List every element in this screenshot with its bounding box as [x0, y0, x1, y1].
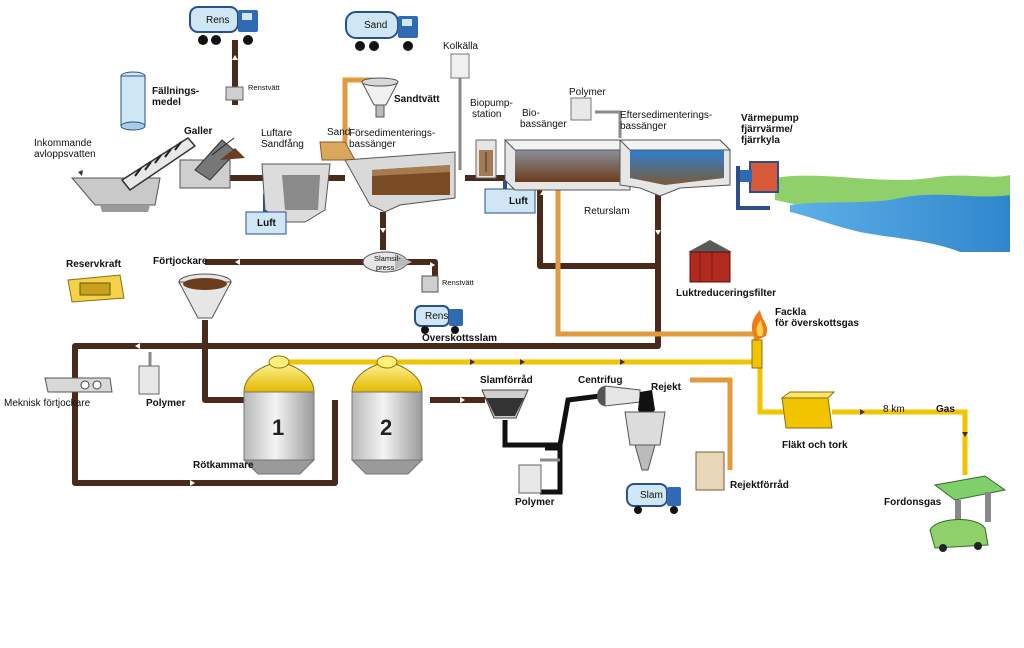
kolkalla-tank: [450, 53, 470, 79]
galler-screen: [179, 137, 245, 189]
slamsil-label-2: press: [376, 263, 395, 272]
fortjockare-label: Förtjockare: [153, 256, 208, 267]
luft-left-label: Luft: [257, 218, 276, 229]
meknisk-label: Meknisk förtjockare: [4, 398, 91, 409]
centrifug-label: Centrifug: [578, 375, 623, 386]
polymer-box-bottom: [518, 464, 542, 494]
sand-truck-label: Sand: [364, 20, 388, 31]
renstvatt-top-box: [225, 86, 244, 101]
fackla-label-1: Fackla: [775, 307, 807, 318]
rejekt-label: Rejekt: [651, 382, 682, 393]
slam-truck: [626, 483, 681, 514]
varme-label-1: Värmepump: [741, 113, 799, 124]
bio-label-2: bassänger: [520, 119, 567, 130]
renstvatt-mid-box: [421, 275, 439, 293]
centrifug: [597, 385, 666, 471]
inkommande-label-1: Inkommande: [34, 138, 92, 149]
inlet-channel: [70, 177, 161, 212]
flakt-och-tork: [780, 391, 836, 429]
rejektforrad-tank: [695, 451, 725, 491]
fackla-label-2: för överskottsgas: [775, 318, 859, 329]
rens-truck-mid: [414, 305, 463, 334]
returslam-label: Returslam: [584, 206, 630, 217]
fortjockare: [178, 273, 232, 319]
luftare-label-2: Sandfång: [261, 139, 304, 150]
forsed-label-1: Försedimenterings-: [349, 128, 436, 139]
gas-flow-arrows: [78, 170, 968, 437]
efter-label-2: bassänger: [620, 121, 667, 132]
sand-label: Sand: [327, 127, 351, 138]
luftare-sandfang: [245, 163, 331, 235]
galler-label: Galler: [184, 126, 213, 137]
sandtvatt-label: Sandtvätt: [394, 94, 440, 105]
gas-label: Gas: [936, 404, 955, 415]
slamforrad: [481, 389, 529, 419]
polymer-bottom-label: Polymer: [515, 497, 555, 508]
rotkammare-label: Rötkammare: [193, 460, 254, 471]
polymer-tank-top: [570, 97, 592, 121]
biopump-station: [475, 139, 536, 214]
fallningsmedel-label-2: medel: [152, 97, 181, 108]
forsed-label-2: bassänger: [349, 139, 396, 150]
luktreducering-label: Luktreduceringsfilter: [676, 288, 777, 299]
bio-basins: [503, 139, 632, 191]
fordonsgas-label: Fordonsgas: [884, 497, 942, 508]
renstvatt-top-label: Renstvätt: [248, 83, 280, 92]
distance-label: 8 km: [883, 404, 905, 415]
digester-2: [350, 355, 424, 475]
renstvatt-mid-label: Renstvätt: [442, 278, 474, 287]
rens-top-label: Rens: [206, 15, 230, 26]
luft-right-label: Luft: [509, 196, 528, 207]
polymer-box-left: [138, 365, 160, 395]
digester-1-number: 1: [272, 415, 285, 440]
biopump-label-1: Biopump-: [470, 98, 513, 109]
polymer-top-label: Polymer: [569, 87, 606, 98]
overskottsslam-label: Överskottsslam: [422, 333, 498, 344]
sandtvatt-funnel: [361, 77, 399, 118]
varme-label-3: fjärrkyla: [741, 135, 780, 146]
efter-label-1: Eftersedimenterings-: [620, 110, 713, 121]
reservkraft-generator: [67, 274, 125, 303]
reservkraft-label: Reservkraft: [66, 259, 122, 270]
fackla-flame: [751, 310, 768, 369]
recipient-water: [775, 175, 1010, 252]
digester-1: [242, 355, 316, 475]
mekanisk-fortjockare: [44, 377, 113, 393]
slamsilpress: [362, 251, 412, 273]
fordonsgas-station: [929, 475, 1007, 552]
flow-arrows: [135, 55, 661, 486]
biopump-label-2: station: [472, 109, 502, 120]
grey-pipes: [148, 78, 622, 462]
inkommande-label-2: avloppsvatten: [34, 149, 96, 160]
slamforrad-label: Slamförråd: [480, 375, 533, 386]
luftare-label-1: Luftare: [261, 128, 293, 139]
screw-conveyor: [120, 137, 197, 192]
flakt-label: Fläkt och tork: [782, 440, 848, 451]
kolkalla-label: Kolkälla: [443, 41, 479, 52]
varmepump: [740, 161, 779, 193]
rejektforrad-label: Rejektförråd: [730, 480, 789, 491]
bio-label-1: Bio-: [522, 108, 540, 119]
rens-mid-label: Rens: [425, 311, 449, 322]
sand-truck: [345, 11, 418, 51]
luktreduceringsfilter-house: [688, 240, 732, 283]
eftersedimentering-basins: [618, 139, 732, 197]
forsedimentering-basin: [344, 151, 456, 213]
varme-label-2: fjärrvärme/: [741, 124, 793, 135]
slamsil-label-1: Slamsil-: [374, 254, 401, 263]
fallningsmedel-label-1: Fällnings-: [152, 86, 200, 97]
dark-pipes: [502, 392, 609, 495]
polymer-left-label: Polymer: [146, 398, 186, 409]
rens-truck-top: [189, 6, 258, 45]
digester-2-number: 2: [380, 415, 393, 440]
slam-truck-label: Slam: [640, 490, 663, 501]
fallningsmedel-tank: [120, 71, 146, 131]
